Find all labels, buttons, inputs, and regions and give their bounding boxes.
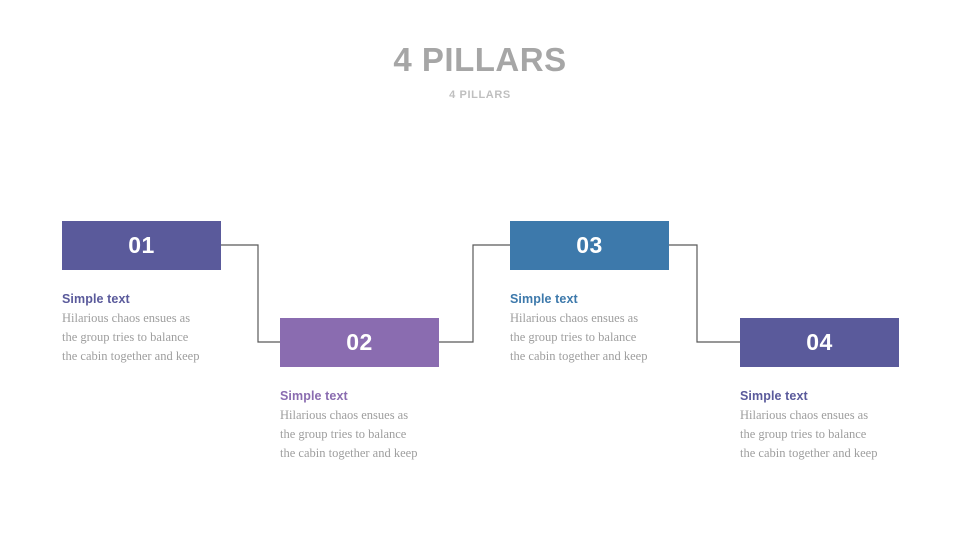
pillar-number-label: 01 <box>128 232 155 258</box>
pillar-item-04[interactable]: 04 Simple text Hilarious chaos ensues as… <box>740 318 899 463</box>
pillar-number-bar-03[interactable]: 03 <box>510 221 669 270</box>
pillar-description: Hilarious chaos ensues as the group trie… <box>510 311 648 363</box>
pillar-item-01[interactable]: 01 Simple text Hilarious chaos ensues as… <box>62 221 221 366</box>
pillar-number-bar-01[interactable]: 01 <box>62 221 221 270</box>
pillar-body-03: Simple text Hilarious chaos ensues as th… <box>510 270 669 366</box>
connector-02-to-03 <box>438 244 510 343</box>
pillar-item-03[interactable]: 03 Simple text Hilarious chaos ensues as… <box>510 221 669 366</box>
connector-03-to-04 <box>668 244 740 343</box>
pillar-body-04: Simple text Hilarious chaos ensues as th… <box>740 367 899 463</box>
pillar-number-bar-04[interactable]: 04 <box>740 318 899 367</box>
pillar-number-label: 04 <box>806 329 833 355</box>
pillar-heading: Simple text <box>62 292 130 306</box>
page-subtitle: 4 PILLARS <box>449 89 511 101</box>
pillar-number-label: 03 <box>576 232 603 258</box>
pillar-body-01: Simple text Hilarious chaos ensues as th… <box>62 270 221 366</box>
page-title: 4 PILLARS <box>393 41 567 78</box>
pillar-heading: Simple text <box>280 389 348 403</box>
pillar-description: Hilarious chaos ensues as the group trie… <box>740 408 878 460</box>
pillar-description: Hilarious chaos ensues as the group trie… <box>62 311 200 363</box>
pillar-heading: Simple text <box>510 292 578 306</box>
connector-01-to-02 <box>221 244 281 343</box>
pillar-number-label: 02 <box>346 329 373 355</box>
pillar-heading: Simple text <box>740 389 808 403</box>
slide-header: 4 PILLARS 4 PILLARS <box>0 40 960 101</box>
pillar-description: Hilarious chaos ensues as the group trie… <box>280 408 418 460</box>
pillar-body-02: Simple text Hilarious chaos ensues as th… <box>280 367 439 463</box>
pillar-number-bar-02[interactable]: 02 <box>280 318 439 367</box>
pillar-item-02[interactable]: 02 Simple text Hilarious chaos ensues as… <box>280 318 439 463</box>
